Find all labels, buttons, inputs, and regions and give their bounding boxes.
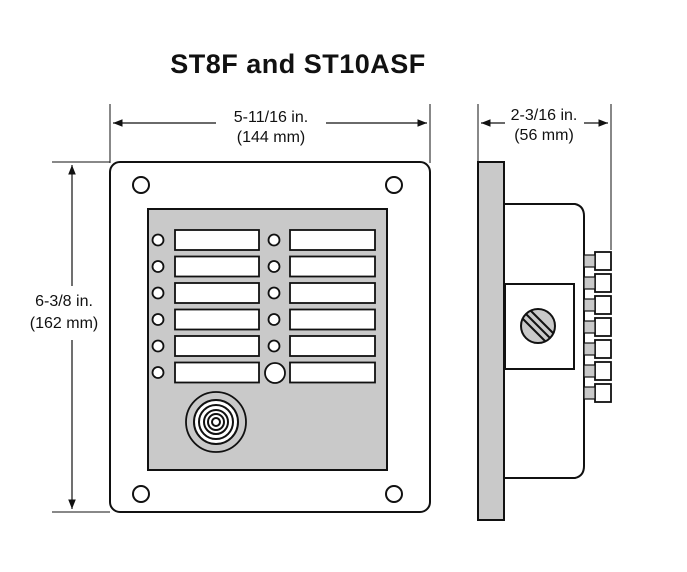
depth-label-inches: 2-3/16 in. [511,107,578,124]
indicator-led-right [267,286,281,300]
terminal-connector [583,298,596,312]
side-flange [477,161,505,521]
indicator-led-left [151,233,165,247]
terminal-connector [583,276,596,290]
terminal-block [594,339,612,359]
terminal-block [594,251,612,271]
terminal-strip [583,251,612,403]
indicator-led-right [267,339,281,353]
terminal-connector [583,342,596,356]
mounting-hole-bottom-left [132,485,150,503]
label-window-right [289,255,376,278]
width-label-mm: (144 mm) [237,129,305,146]
indicator-led-right [267,260,281,273]
mounting-hole-top-right [385,176,403,194]
terminal-block [594,317,612,337]
label-window-right [289,361,376,384]
screw-icon [520,308,556,344]
mounting-hole-bottom-right [385,485,403,503]
terminal-connector [583,254,596,268]
label-window-left [174,282,260,304]
label-window-left [174,361,260,384]
height-dimension: 6-3/8 in. (162 mm) [30,161,110,513]
depth-dimension: 2-3/16 in. (56 mm) [477,104,612,250]
indicator-led-left [151,286,165,300]
label-window-left [174,308,260,331]
label-window-right [289,229,376,251]
speaker-grille [185,391,247,453]
label-window-left [174,255,260,278]
side-view [477,161,612,521]
indicator-rows [151,229,376,384]
terminal-block [594,295,612,315]
drawing-title: ST8F and ST10ASF [170,49,426,79]
terminal-connector [583,364,596,378]
front-view [109,161,431,513]
terminal-connector [583,320,596,334]
terminal-block [594,273,612,293]
indicator-led-left [151,339,165,353]
indicator-led-right [267,233,281,247]
indicator-led-left [151,260,165,273]
mounting-hole-top-left [132,176,150,194]
label-window-right [289,335,376,357]
depth-label-mm: (56 mm) [514,127,574,144]
indicator-led-right [267,313,281,326]
indicator-led-left [151,366,165,379]
label-window-left [174,229,260,251]
width-label-inches: 5-11/16 in. [234,109,308,126]
width-dimension: 5-11/16 in. (144 mm) [109,104,431,163]
terminal-block [594,361,612,381]
label-window-right [289,308,376,331]
terminal-connector [583,386,596,400]
call-button [264,362,286,384]
terminal-block [594,383,612,403]
label-window-left [174,335,260,357]
height-label-inches: 6-3/8 in. [35,293,93,310]
height-label-mm: (162 mm) [30,315,98,332]
label-window-right [289,282,376,304]
indicator-led-left [151,313,165,326]
